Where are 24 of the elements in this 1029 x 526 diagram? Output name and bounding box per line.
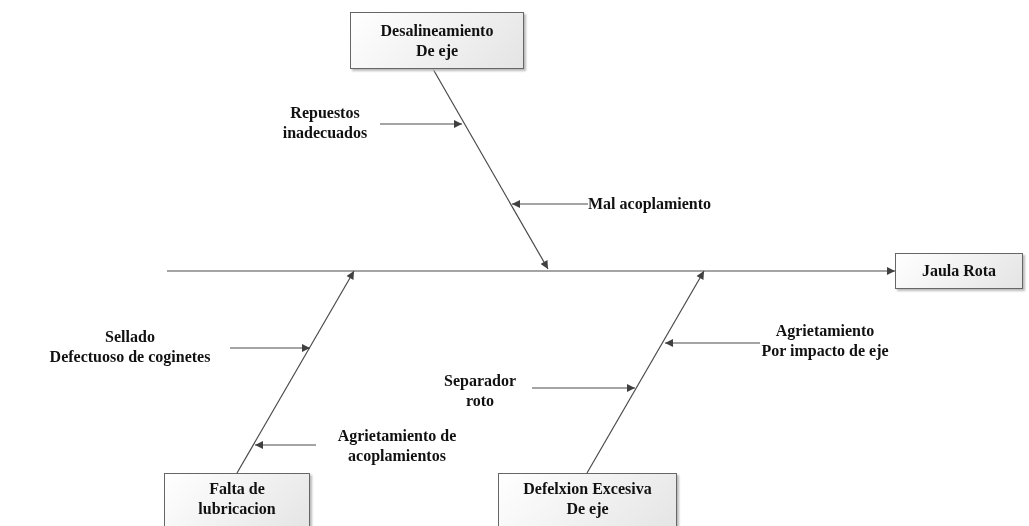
cause-label: Agrietamiento Por impacto de eje [733, 318, 917, 364]
box-label: Falta de lubricacion [198, 479, 276, 519]
arrow [511, 200, 589, 208]
cause-category-box [350, 12, 524, 69]
arrow [586, 270, 705, 474]
cause-label: Separador roto [428, 368, 532, 414]
arrow [664, 339, 761, 347]
cause-label: Mal acoplamiento [588, 192, 760, 216]
box-label: Jaula Rota [921, 261, 997, 281]
cause-category-box [498, 473, 677, 526]
cause-label: Agrietamiento de acoplamientos [316, 423, 478, 469]
spine-arrow [166, 267, 896, 275]
arrow [379, 120, 463, 128]
box-label: Desalineamiento De eje [380, 20, 494, 61]
cause-category-box [164, 473, 310, 526]
arrow [236, 270, 355, 474]
arrow [432, 68, 549, 270]
cause-label: Sellado Defectuoso de coginetes [30, 325, 230, 369]
arrow [229, 344, 311, 352]
arrow [531, 384, 636, 392]
box-label: Defelxion Excesiva De eje [523, 479, 652, 519]
arrow [254, 441, 317, 449]
cause-label: Repuestos inadecuados [270, 100, 380, 146]
effect-box [895, 253, 1023, 289]
